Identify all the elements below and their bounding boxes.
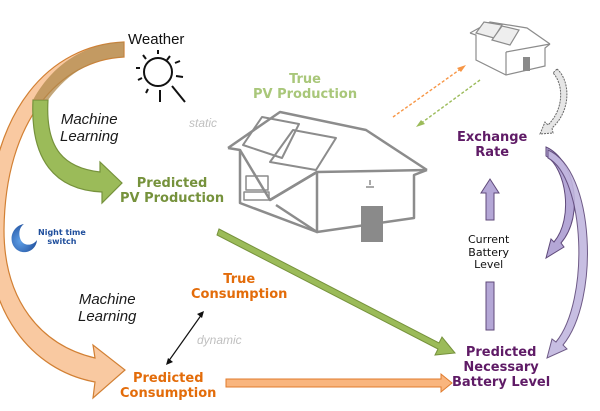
- true-consumption-line2: Consumption: [191, 286, 288, 302]
- night-time-switch-label: Night time switch: [38, 228, 86, 246]
- true-pv-production-label: True PV Production: [253, 72, 358, 103]
- ml-bottom-line2: Learning: [78, 308, 137, 326]
- ml-bottom-line1: Machine: [78, 291, 136, 308]
- export-dashed-arrow: [392, 67, 463, 118]
- consumption-double-arrow: [167, 313, 203, 363]
- dynamic-label: dynamic: [197, 333, 242, 347]
- true-consumption-line1: True: [223, 272, 256, 287]
- static-label: static: [189, 116, 218, 130]
- current-to-exchange-arrow: [480, 178, 500, 221]
- moon-icon: [11, 224, 37, 253]
- battery-to-current-arrow: [485, 281, 495, 331]
- pv-to-battery-arrow: [216, 228, 456, 356]
- true-consumption-label: True Consumption: [191, 272, 288, 303]
- exchange-rate-label: Exchange Rate: [457, 130, 528, 161]
- current-battery-line3: Level: [474, 258, 504, 272]
- neighbor-house-icon: [469, 21, 551, 76]
- weather-to-consumption-arrow: [0, 41, 126, 400]
- consumption-to-battery-arrow: [225, 372, 453, 394]
- predicted-pv-production-label: Predicted PV Production: [120, 176, 225, 207]
- sun-icon: [136, 50, 186, 103]
- predicted-battery-level-label: Predicted Necessary Battery Level: [452, 345, 551, 391]
- current-battery-line2: Battery: [468, 245, 510, 259]
- exchange-rate-line1: Exchange: [457, 130, 528, 145]
- predicted-consumption-label: Predicted Consumption: [120, 371, 217, 402]
- predicted-battery-line1: Predicted: [465, 345, 537, 360]
- house-door: [361, 206, 383, 242]
- neighbor-house-door: [523, 57, 530, 71]
- predicted-pv-line2: PV Production: [120, 190, 225, 206]
- ml-top-line1: Machine: [60, 111, 118, 128]
- current-battery-line1: Current: [468, 233, 510, 246]
- exchange-to-battery-arrow: [546, 149, 588, 359]
- ml-top-line2: Learning: [60, 128, 119, 146]
- predicted-battery-line2: Necessary: [463, 359, 539, 375]
- weather-label: Weather: [128, 31, 185, 48]
- import-dashed-arrow: [419, 79, 481, 125]
- true-pv-line2: PV Production: [253, 86, 358, 102]
- current-battery-level-label: Current Battery Level: [468, 233, 510, 272]
- night-switch-line1: Night time: [38, 228, 86, 237]
- predicted-consumption-line1: Predicted: [132, 371, 204, 386]
- predicted-consumption-line2: Consumption: [120, 385, 217, 401]
- true-pv-line1: True: [289, 72, 322, 87]
- machine-learning-top-label: Machine Learning: [60, 111, 118, 146]
- predicted-pv-line1: Predicted: [136, 176, 208, 191]
- predicted-battery-line3: Battery Level: [452, 374, 551, 390]
- exchange-rate-line2: Rate: [475, 144, 510, 160]
- night-switch-line2: switch: [47, 237, 77, 247]
- house-icon: [227, 110, 428, 234]
- neighbor-to-exchange-arrow: [539, 68, 568, 135]
- ml-to-predicted-pv-arrow: [32, 99, 123, 205]
- machine-learning-bottom-label: Machine Learning: [78, 291, 136, 326]
